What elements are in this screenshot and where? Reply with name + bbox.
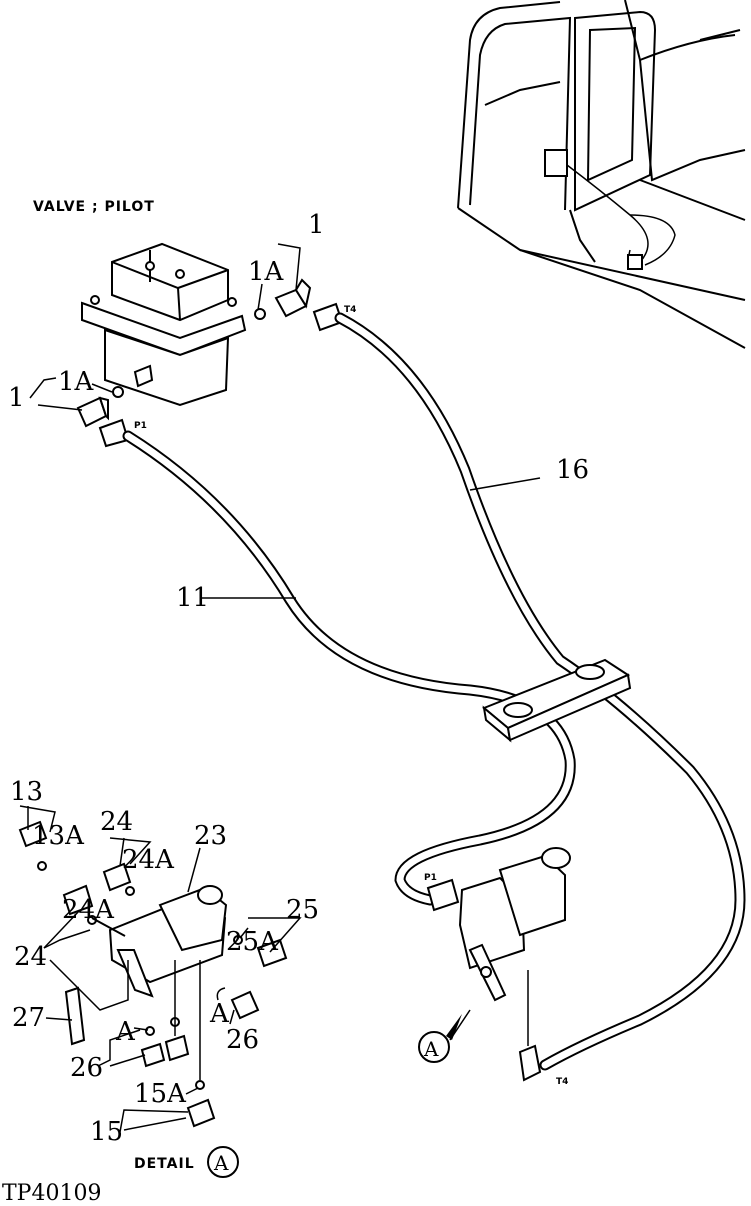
callout-1-left: 1	[8, 383, 25, 413]
callout-24a-top: 24A	[122, 845, 175, 875]
port-t4-upper: T4	[344, 305, 356, 315]
brake-valve-assembly	[426, 847, 571, 1082]
callout-24-low: 24	[14, 942, 47, 972]
caption: VALVE ; PILOT	[33, 199, 155, 215]
callout-26-left: 26	[70, 1053, 103, 1083]
excavator-cab	[457, 0, 746, 349]
callout-25: 25	[286, 895, 319, 925]
hose-clamp	[482, 658, 632, 743]
callout-15a: 15A	[134, 1079, 187, 1109]
callout-11: 11	[176, 583, 209, 613]
callout-24a-low: 24A	[62, 895, 115, 925]
callout-26-right: 26	[226, 1025, 259, 1055]
callout-1a-left: 1A	[58, 367, 95, 397]
port-p1-upper: P1	[134, 421, 147, 431]
callout-16: 16	[556, 455, 589, 485]
port-t4-lower: T4	[556, 1077, 568, 1087]
figure-code: TP40109	[2, 1181, 101, 1206]
detail-a-marker: A	[418, 1014, 462, 1063]
callout-23: 23	[194, 821, 227, 851]
pilot-valve	[81, 242, 247, 407]
marker-a-letter: A	[423, 1037, 439, 1061]
leader-lines	[19, 243, 541, 1133]
hose-16	[334, 312, 746, 1071]
callout-1a-top: 1A	[248, 257, 285, 287]
callout-27: 27	[12, 1003, 45, 1033]
detail-label: DETAIL	[134, 1156, 195, 1172]
detail-a-parts	[18, 820, 288, 1128]
callout-13: 13	[10, 777, 43, 807]
callout-a-right: A	[209, 999, 230, 1029]
callout-13a: 13A	[32, 821, 85, 851]
callout-1-top: 1	[308, 210, 325, 240]
callout-labels: 1 1A 1A 1 P1 T4 16 11 P1 T4 13 13A 24 24…	[8, 210, 589, 1147]
callout-25a: 25A	[226, 927, 279, 957]
port-p1-lower: P1	[424, 873, 437, 883]
callout-24-top: 24	[100, 807, 133, 837]
detail-letter: A	[213, 1151, 229, 1175]
detail-caption: DETAIL A	[134, 1146, 239, 1178]
callout-15: 15	[90, 1117, 123, 1147]
callout-a-left: A	[115, 1017, 136, 1047]
